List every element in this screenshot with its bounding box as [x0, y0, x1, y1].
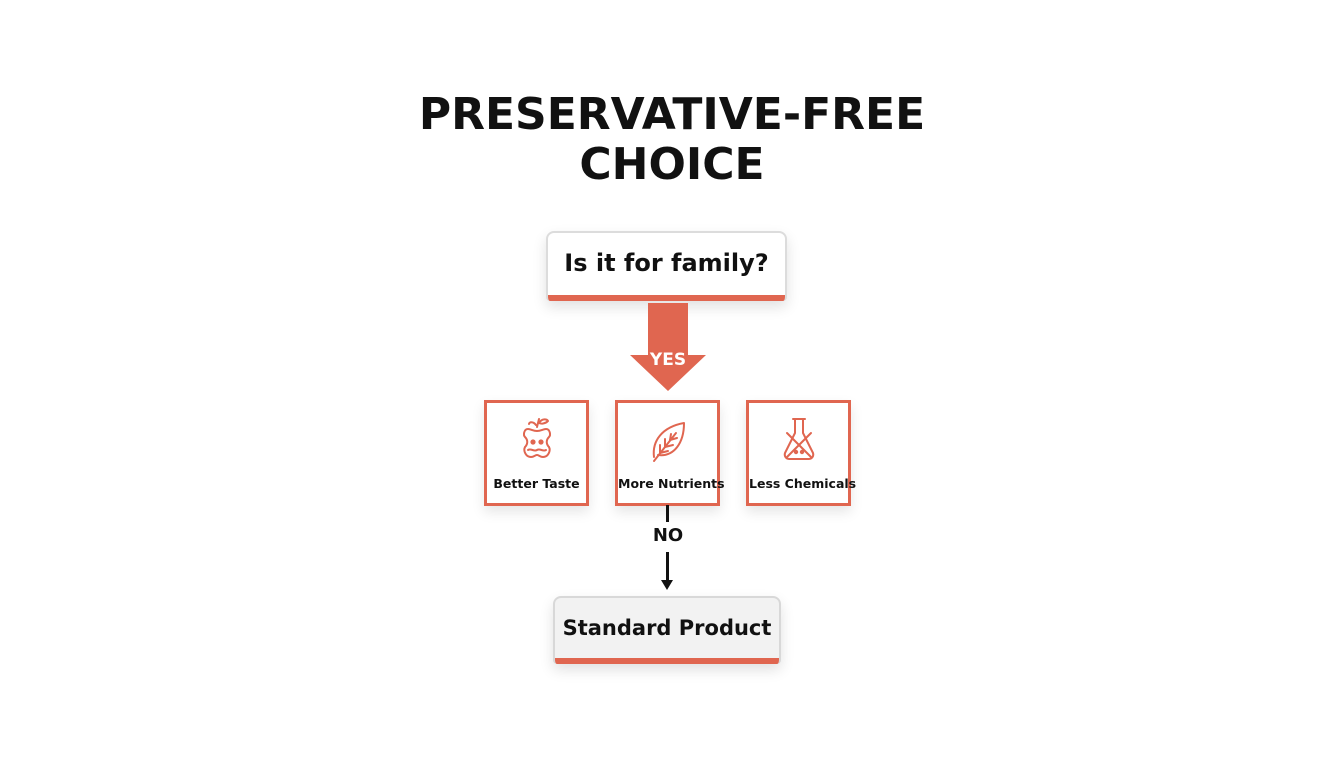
- benefit-card-more-nutrients: More Nutrients: [615, 400, 725, 506]
- yes-label: YES: [649, 350, 687, 370]
- benefit-card-better-taste: Better Taste: [484, 400, 589, 506]
- title-line-2: CHOICE: [579, 139, 765, 190]
- benefit-card-less-chemicals: Less Chemicals: [746, 400, 857, 506]
- benefit-label: More Nutrients: [618, 476, 725, 491]
- diagram-title: PRESERVATIVE-FREE CHOICE: [0, 90, 1344, 190]
- leaf-icon: [652, 422, 685, 462]
- benefit-label: Less Chemicals: [749, 476, 857, 491]
- question-node: Is it for family?: [546, 231, 787, 301]
- no-connector-bottom: [666, 552, 669, 582]
- outcome-label: Standard Product: [562, 616, 772, 640]
- apple-core-icon: [523, 418, 551, 458]
- title-line-1: PRESERVATIVE-FREE: [418, 89, 926, 140]
- crossed-flask-icon: [783, 418, 815, 460]
- arrow-head-icon: [661, 580, 673, 590]
- no-connector-top: [666, 505, 669, 522]
- accent-bar: [555, 658, 779, 664]
- question-label: Is it for family?: [564, 249, 769, 277]
- no-label: NO: [652, 525, 684, 546]
- yes-arrow-icon: [630, 303, 706, 391]
- outcome-node: Standard Product: [553, 596, 781, 664]
- benefit-label: Better Taste: [493, 476, 580, 491]
- accent-bar: [548, 295, 785, 301]
